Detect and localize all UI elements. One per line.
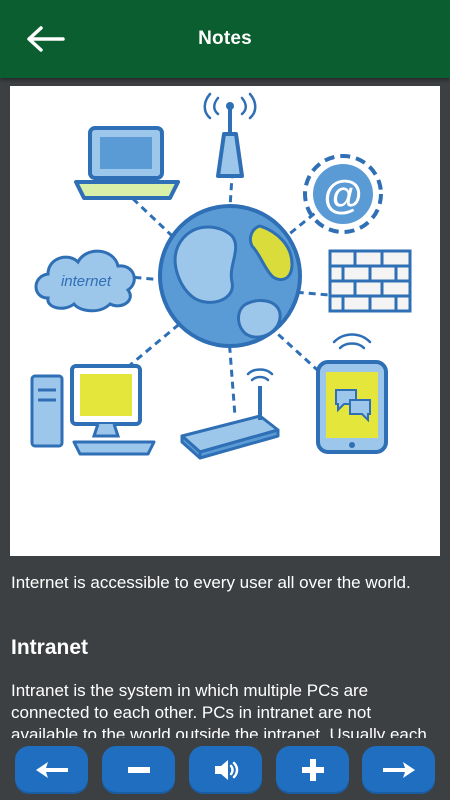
email-icon: @ <box>303 154 383 234</box>
bottom-toolbar <box>0 738 450 800</box>
plus-icon <box>301 759 324 781</box>
firewall-icon <box>328 249 412 313</box>
paragraph-intranet: Intranet is the system in which multiple… <box>11 681 427 738</box>
previous-button[interactable] <box>15 746 88 794</box>
previous-arrow-icon <box>35 762 68 778</box>
paragraph-internet: Internet is accessible to every user all… <box>11 573 411 592</box>
zoom-in-button[interactable] <box>276 746 349 794</box>
notes-content[interactable]: @ internet <box>0 78 450 738</box>
app-bar: Notes <box>0 0 450 78</box>
back-arrow-icon <box>27 26 65 52</box>
page-title: Notes <box>198 28 252 49</box>
zoom-out-button[interactable] <box>102 746 175 794</box>
next-button[interactable] <box>362 746 435 794</box>
laptop-icon <box>74 126 180 200</box>
cloud-label: internet <box>61 273 112 290</box>
cloud-icon: internet <box>34 249 136 313</box>
smartphone-icon <box>316 333 388 454</box>
minus-icon <box>127 767 150 773</box>
email-symbol: @ <box>323 173 362 217</box>
router-icon <box>180 368 280 460</box>
speaker-icon <box>214 760 238 780</box>
next-arrow-icon <box>382 762 415 778</box>
antenna-icon <box>203 92 257 178</box>
globe-icon <box>158 204 302 348</box>
heading-intranet: Intranet <box>11 636 89 659</box>
desktop-computer-icon <box>30 364 156 456</box>
speak-button[interactable] <box>189 746 262 794</box>
internet-illustration: @ internet <box>10 86 440 556</box>
back-button[interactable] <box>22 20 68 58</box>
